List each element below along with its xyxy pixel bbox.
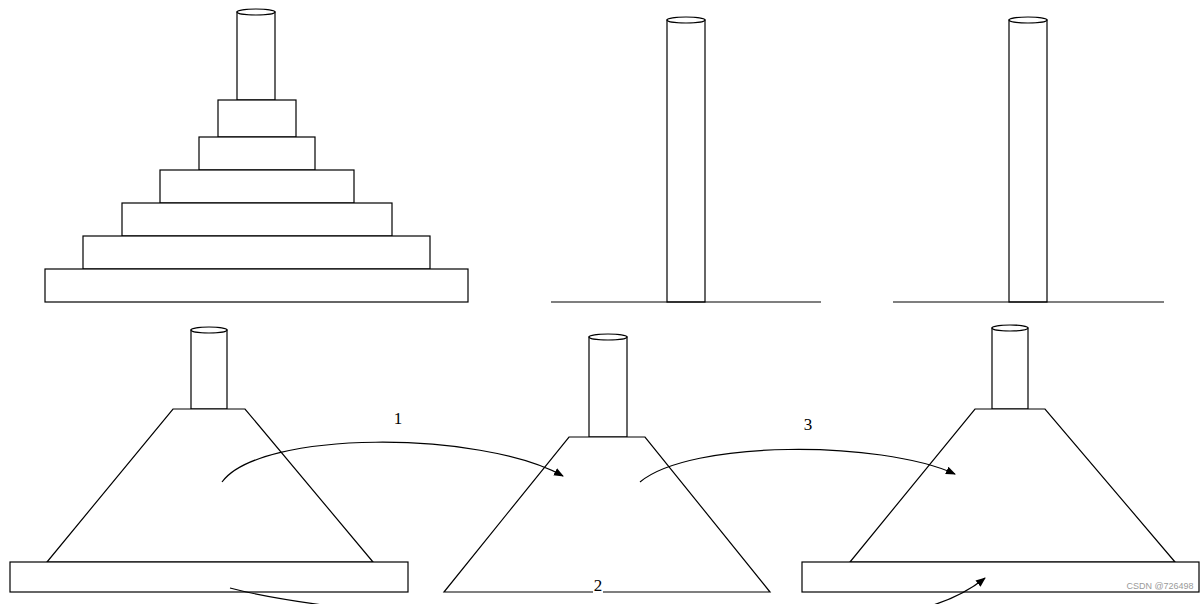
disk [122, 203, 392, 236]
base-disk [802, 562, 1199, 592]
peg [237, 12, 275, 100]
peg [589, 337, 627, 437]
peg [667, 20, 705, 302]
move-arrow [230, 588, 330, 604]
ground-line [893, 301, 1164, 302]
disk [83, 236, 430, 269]
move-arrow [640, 449, 955, 482]
callout-number: 1 [393, 410, 404, 427]
disk-stack [444, 437, 770, 592]
disk [199, 137, 315, 170]
disk-stack [47, 409, 373, 562]
ground-line [551, 301, 821, 302]
disk [160, 170, 354, 203]
peg-top [992, 325, 1028, 331]
peg [1009, 20, 1047, 302]
peg-top [237, 9, 275, 15]
peg-top [1009, 17, 1047, 23]
base-disk [10, 562, 408, 592]
peg [992, 328, 1028, 409]
peg-top [589, 334, 627, 340]
disk [218, 100, 296, 137]
disk [45, 269, 468, 302]
callout-number: 3 [803, 416, 814, 433]
watermark: CSDN @726498 [1125, 582, 1194, 591]
peg-top [667, 17, 705, 23]
peg [191, 330, 227, 409]
move-arrow [222, 442, 563, 482]
callout-number: 2 [593, 577, 604, 594]
disk-stack [850, 409, 1175, 562]
peg-top [191, 327, 227, 333]
move-arrow [930, 578, 985, 604]
